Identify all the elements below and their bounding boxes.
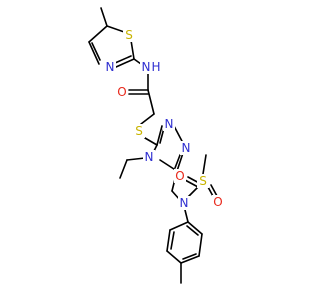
bond [88, 41, 100, 65]
bond [186, 225, 199, 236]
sulfonyl-sulfur: S [197, 174, 209, 188]
bond [119, 159, 128, 179]
bond [173, 125, 184, 144]
atom-labels: N H O S N S N N N [104, 28, 224, 210]
carbonyl-oxygen: O [116, 85, 128, 99]
bond [184, 209, 189, 223]
atom-label: O [117, 85, 126, 99]
bond [126, 157, 146, 161]
bond [170, 231, 175, 250]
bond [187, 221, 203, 235]
bond [115, 58, 135, 68]
atom-label: O [213, 195, 222, 209]
atom-label: O [175, 169, 184, 183]
thiazole-nitrogen: N [104, 60, 116, 74]
bond [114, 55, 132, 64]
atom-label: N [180, 196, 189, 210]
chemical-structure: N H O S N S N N N [88, 7, 224, 284]
bond [198, 233, 203, 257]
triazole-nitrogen-1: N [163, 117, 175, 131]
bond [147, 89, 155, 115]
thioether-sulfur: S [133, 124, 145, 138]
sulfonyl-oxygen-1: O [174, 169, 186, 183]
atom-label: N [182, 141, 191, 155]
bond [166, 229, 171, 252]
triazole-nitrogen-4: N [143, 150, 155, 164]
bond [187, 186, 199, 198]
amide-hydrogen: H [151, 60, 160, 74]
bond [182, 253, 197, 260]
atom-label: N [142, 60, 151, 74]
bond [140, 113, 155, 125]
bond [184, 179, 199, 188]
thiazole-sulfur: S [123, 28, 135, 42]
bond [174, 154, 181, 169]
atom-label: S [135, 124, 143, 138]
bond [144, 137, 158, 146]
bond [156, 125, 163, 146]
bond [176, 152, 184, 172]
sulfonyl-oxygen-2: O [212, 195, 224, 209]
amide-nitrogen: N [140, 60, 152, 74]
bond [100, 7, 108, 27]
bond [169, 221, 189, 231]
atom-label: N [106, 60, 115, 74]
atom-label: N [145, 150, 154, 164]
atom-label: S [199, 174, 207, 188]
bond [88, 25, 108, 43]
bond [202, 154, 207, 175]
atom-label: S [125, 28, 133, 42]
bond [210, 184, 218, 197]
atom-label: H [151, 60, 160, 74]
atom-label: N [165, 117, 174, 131]
sulfonamide-nitrogen: N [178, 196, 190, 210]
bonds [88, 7, 218, 284]
bond [180, 255, 200, 264]
bond [91, 42, 101, 61]
triazole-nitrogen-2: N [180, 141, 192, 155]
bond [166, 250, 182, 264]
